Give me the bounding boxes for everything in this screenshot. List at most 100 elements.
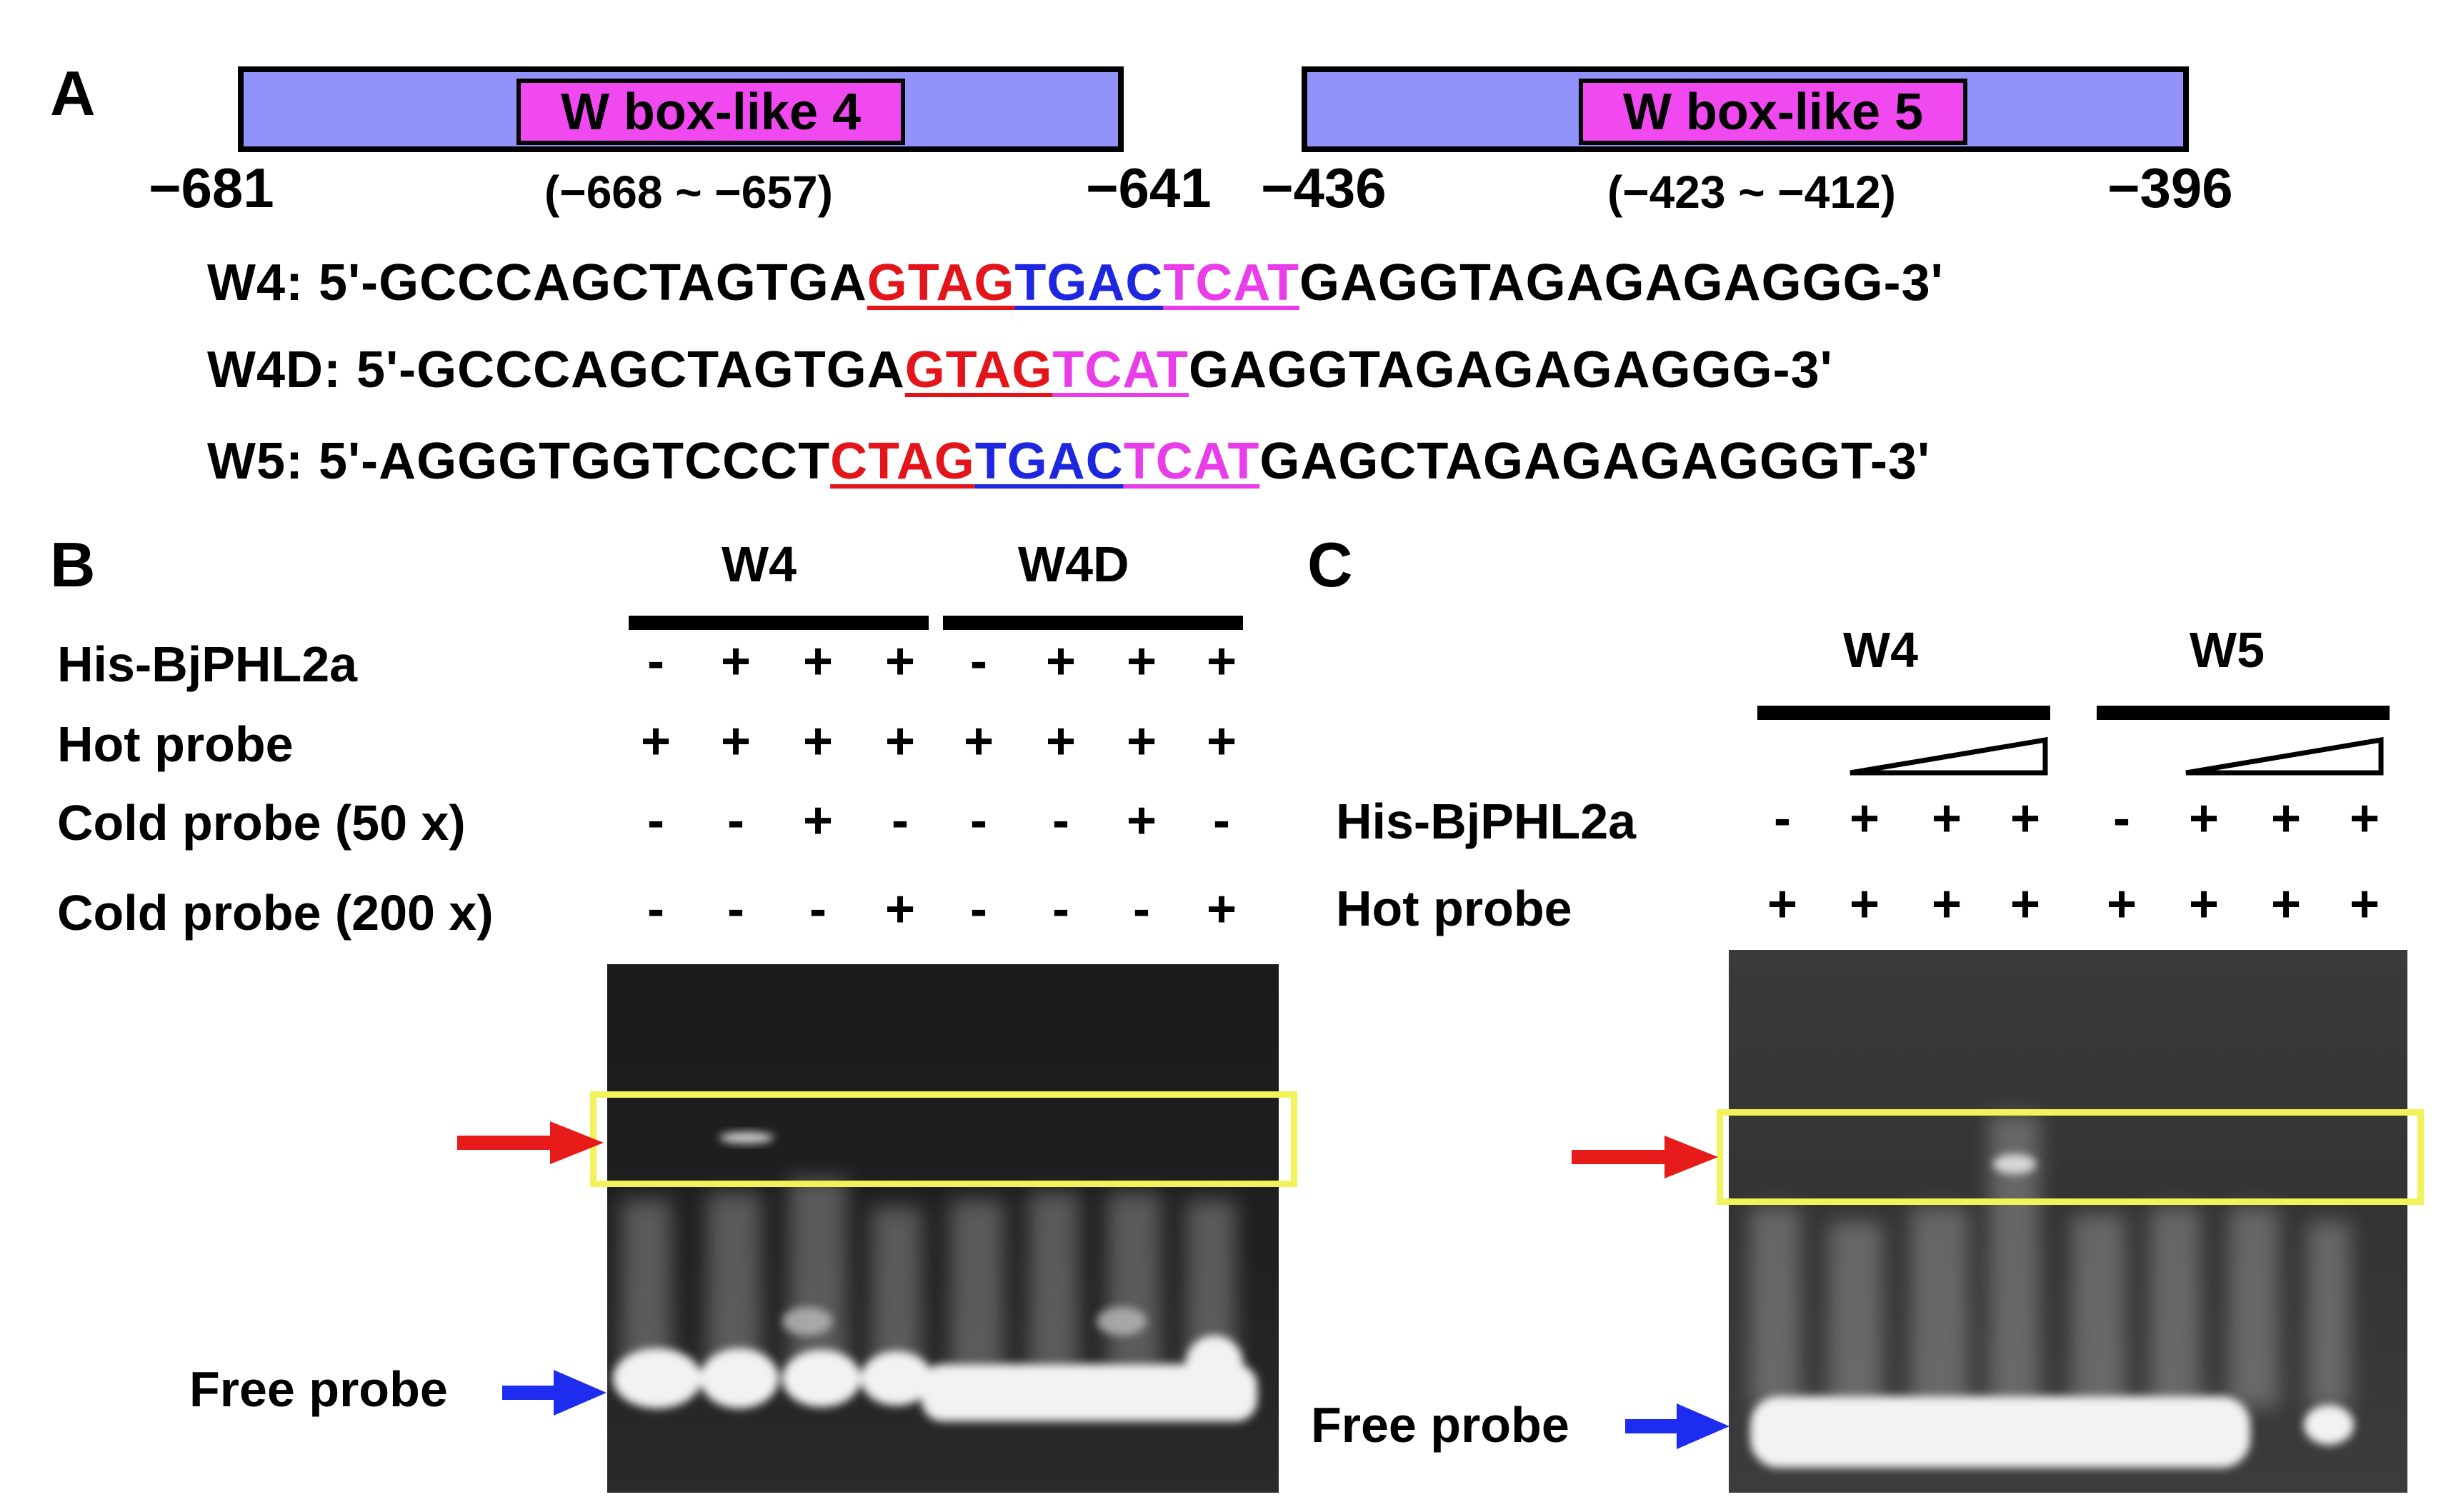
lane-sign-c-row1-lane6: + (2188, 790, 2220, 847)
lane-sign-b-row1-lane4: + (884, 633, 916, 690)
lane-sign-b-row2-lane3: + (802, 713, 834, 770)
shifted-band-arrow-icon-b (457, 1121, 604, 1164)
lane-sign-c-row1-lane8: + (2349, 790, 2380, 847)
lane-sign-b-row1-lane3: + (802, 633, 834, 690)
group-label-w4-c: W4 (1843, 622, 1918, 678)
lane-sign-b-row3-lane3: + (802, 792, 834, 849)
free-probe-arrow-icon-b (502, 1370, 606, 1416)
sequence-suffix: GAGCTAGAGAGAGGGT-3' (1259, 433, 1931, 490)
lane-sign-b-row4-lane1: - (647, 881, 664, 938)
sequence-core-red: GTAG (904, 341, 1053, 399)
sequence-suffix: GAGGTAGAGAGAGGG-3' (1189, 341, 1833, 399)
sequence-core-blue: TGAC (974, 433, 1124, 490)
shifted-band-highlight-b (590, 1091, 1297, 1187)
lane-sign-c-row1-lane5: - (2113, 790, 2130, 847)
lane-sign-b-row4-lane3: - (809, 881, 827, 938)
sequence-name: W4: (207, 254, 304, 311)
lane-sign-b-row1-lane6: + (1045, 633, 1077, 690)
lane-sign-b-row2-lane5: + (963, 713, 994, 770)
lane-sign-b-row2-lane8: + (1206, 713, 1237, 770)
lane-sign-b-row3-lane7: + (1126, 792, 1157, 849)
sequence-prefix: 5'-GCCCAGCTAGTGA (356, 341, 905, 399)
lane-sign-b-row1-lane7: + (1126, 633, 1157, 690)
lane-sign-b-row3-lane2: - (727, 792, 744, 849)
region-start-coord-1: −681 (149, 156, 274, 219)
group-bar-w4 (629, 616, 929, 630)
row-label-cold-probe-200x: Cold probe (200 x) (57, 885, 494, 941)
lane-sign-b-row3-lane8: - (1213, 792, 1230, 849)
lane-sign-c-row2-lane2: + (1849, 876, 1880, 933)
row-label-protein: His-BjPHL2a (57, 636, 358, 692)
sequence-w4d: W4D: 5'-GCCCAGCTAGTGAGTAGTCATGAGGTAGAGAG… (207, 341, 1833, 399)
group-bar-w5-c (2097, 706, 2390, 720)
w-box-like-4-element: W box-like 4 (516, 79, 905, 145)
lane-sign-b-row1-lane8: + (1206, 633, 1237, 690)
row-label-cold-probe-50x: Cold probe (50 x) (57, 795, 466, 851)
lane-sign-b-row3-lane4: - (892, 792, 909, 849)
group-bar-w4-c (1757, 706, 2050, 720)
gel-image-c (1729, 950, 2407, 1493)
region-end-coord-1: −641 (1086, 156, 1212, 219)
panel-a-letter: A (50, 58, 96, 129)
lane-sign-b-row3-lane5: - (970, 792, 987, 849)
sequence-prefix: 5'-GCCCAGCTAGTGA (319, 254, 867, 311)
shifted-band-arrow-icon-c (1572, 1136, 1718, 1178)
lane-sign-c-row2-lane1: + (1767, 876, 1798, 933)
sequence-core-magenta: TCAT (1123, 433, 1260, 490)
lane-sign-b-row4-lane8: + (1206, 881, 1237, 938)
free-probe-label-c: Free probe (1311, 1397, 1569, 1453)
free-probe-arrow-icon-c (1625, 1403, 1729, 1449)
lane-sign-c-row2-lane5: + (2106, 876, 2137, 933)
gel-image-b (607, 964, 1279, 1493)
lane-sign-b-row3-lane6: - (1052, 792, 1069, 849)
sequence-w5: W5: 5'-AGGGTGGTCCCTCTAGTGACTCATGAGCTAGAG… (207, 432, 1930, 491)
sequence-core-magenta: TCAT (1052, 341, 1189, 399)
lane-sign-b-row2-lane6: + (1045, 713, 1077, 770)
lane-sign-b-row1-lane5: - (970, 633, 987, 690)
sequence-core-blue: TGAC (1014, 254, 1164, 311)
lane-sign-c-row2-lane6: + (2188, 876, 2220, 933)
sequence-prefix: 5'-AGGGTGGTCCCT (319, 433, 831, 490)
row-label-protein-c: His-BjPHL2a (1336, 793, 1637, 849)
lane-sign-c-row2-lane8: + (2349, 876, 2380, 933)
sequence-core-red: GTAG (867, 254, 1015, 311)
lane-sign-b-row4-lane2: - (727, 881, 744, 938)
lane-sign-b-row4-lane5: - (970, 881, 987, 938)
concentration-ramp-icon-w4 (1850, 736, 2048, 776)
lane-sign-b-row2-lane4: + (884, 713, 916, 770)
group-label-w5-c: W5 (2190, 622, 2265, 678)
lane-sign-b-row2-lane2: + (720, 713, 752, 770)
group-bar-w4d (943, 616, 1243, 630)
sequence-name: W5: (207, 433, 304, 490)
w-box-5-range: (−423 ~ −412) (1607, 166, 1896, 218)
lane-sign-b-row4-lane6: - (1052, 881, 1069, 938)
row-label-hot-probe-c: Hot probe (1336, 881, 1572, 936)
lane-sign-b-row1-lane2: + (720, 633, 752, 690)
sequence-core-red: CTAG (830, 433, 975, 490)
region-start-coord-2: −436 (1261, 156, 1387, 219)
sequence-name: W4D: (207, 341, 341, 399)
row-label-hot-probe: Hot probe (57, 716, 294, 772)
shifted-band-highlight-c (1717, 1109, 2424, 1205)
lane-sign-c-row1-lane4: + (2010, 790, 2041, 847)
free-probe-label-b: Free probe (189, 1361, 448, 1417)
lane-sign-b-row4-lane4: + (884, 881, 916, 938)
sequence-w4: W4: 5'-GCCCAGCTAGTGAGTAGTGACTCATGAGGTAGA… (207, 254, 1944, 312)
sequence-suffix: GAGGTAGAGAGAGGG-3' (1299, 254, 1944, 311)
region-end-coord-2: −396 (2107, 156, 2233, 219)
group-label-w4: W4 (722, 536, 797, 592)
lane-sign-c-row1-lane2: + (1849, 790, 1880, 847)
lane-sign-c-row2-lane7: + (2270, 876, 2302, 933)
lane-sign-b-row2-lane7: + (1126, 713, 1157, 770)
panel-b-letter: B (50, 529, 96, 600)
lane-sign-c-row2-lane4: + (2010, 876, 2041, 933)
w-box-like-5-element: W box-like 5 (1579, 79, 1967, 145)
lane-sign-b-row2-lane1: + (640, 713, 672, 770)
lane-sign-c-row1-lane3: + (1931, 790, 1962, 847)
panel-c-letter: C (1307, 529, 1353, 600)
lane-sign-b-row3-lane1: - (647, 792, 664, 849)
lane-sign-c-row1-lane1: - (1774, 790, 1791, 847)
sequence-core-magenta: TCAT (1163, 254, 1299, 311)
lane-sign-c-row1-lane7: + (2270, 790, 2302, 847)
concentration-ramp-icon-w5 (2185, 736, 2384, 776)
